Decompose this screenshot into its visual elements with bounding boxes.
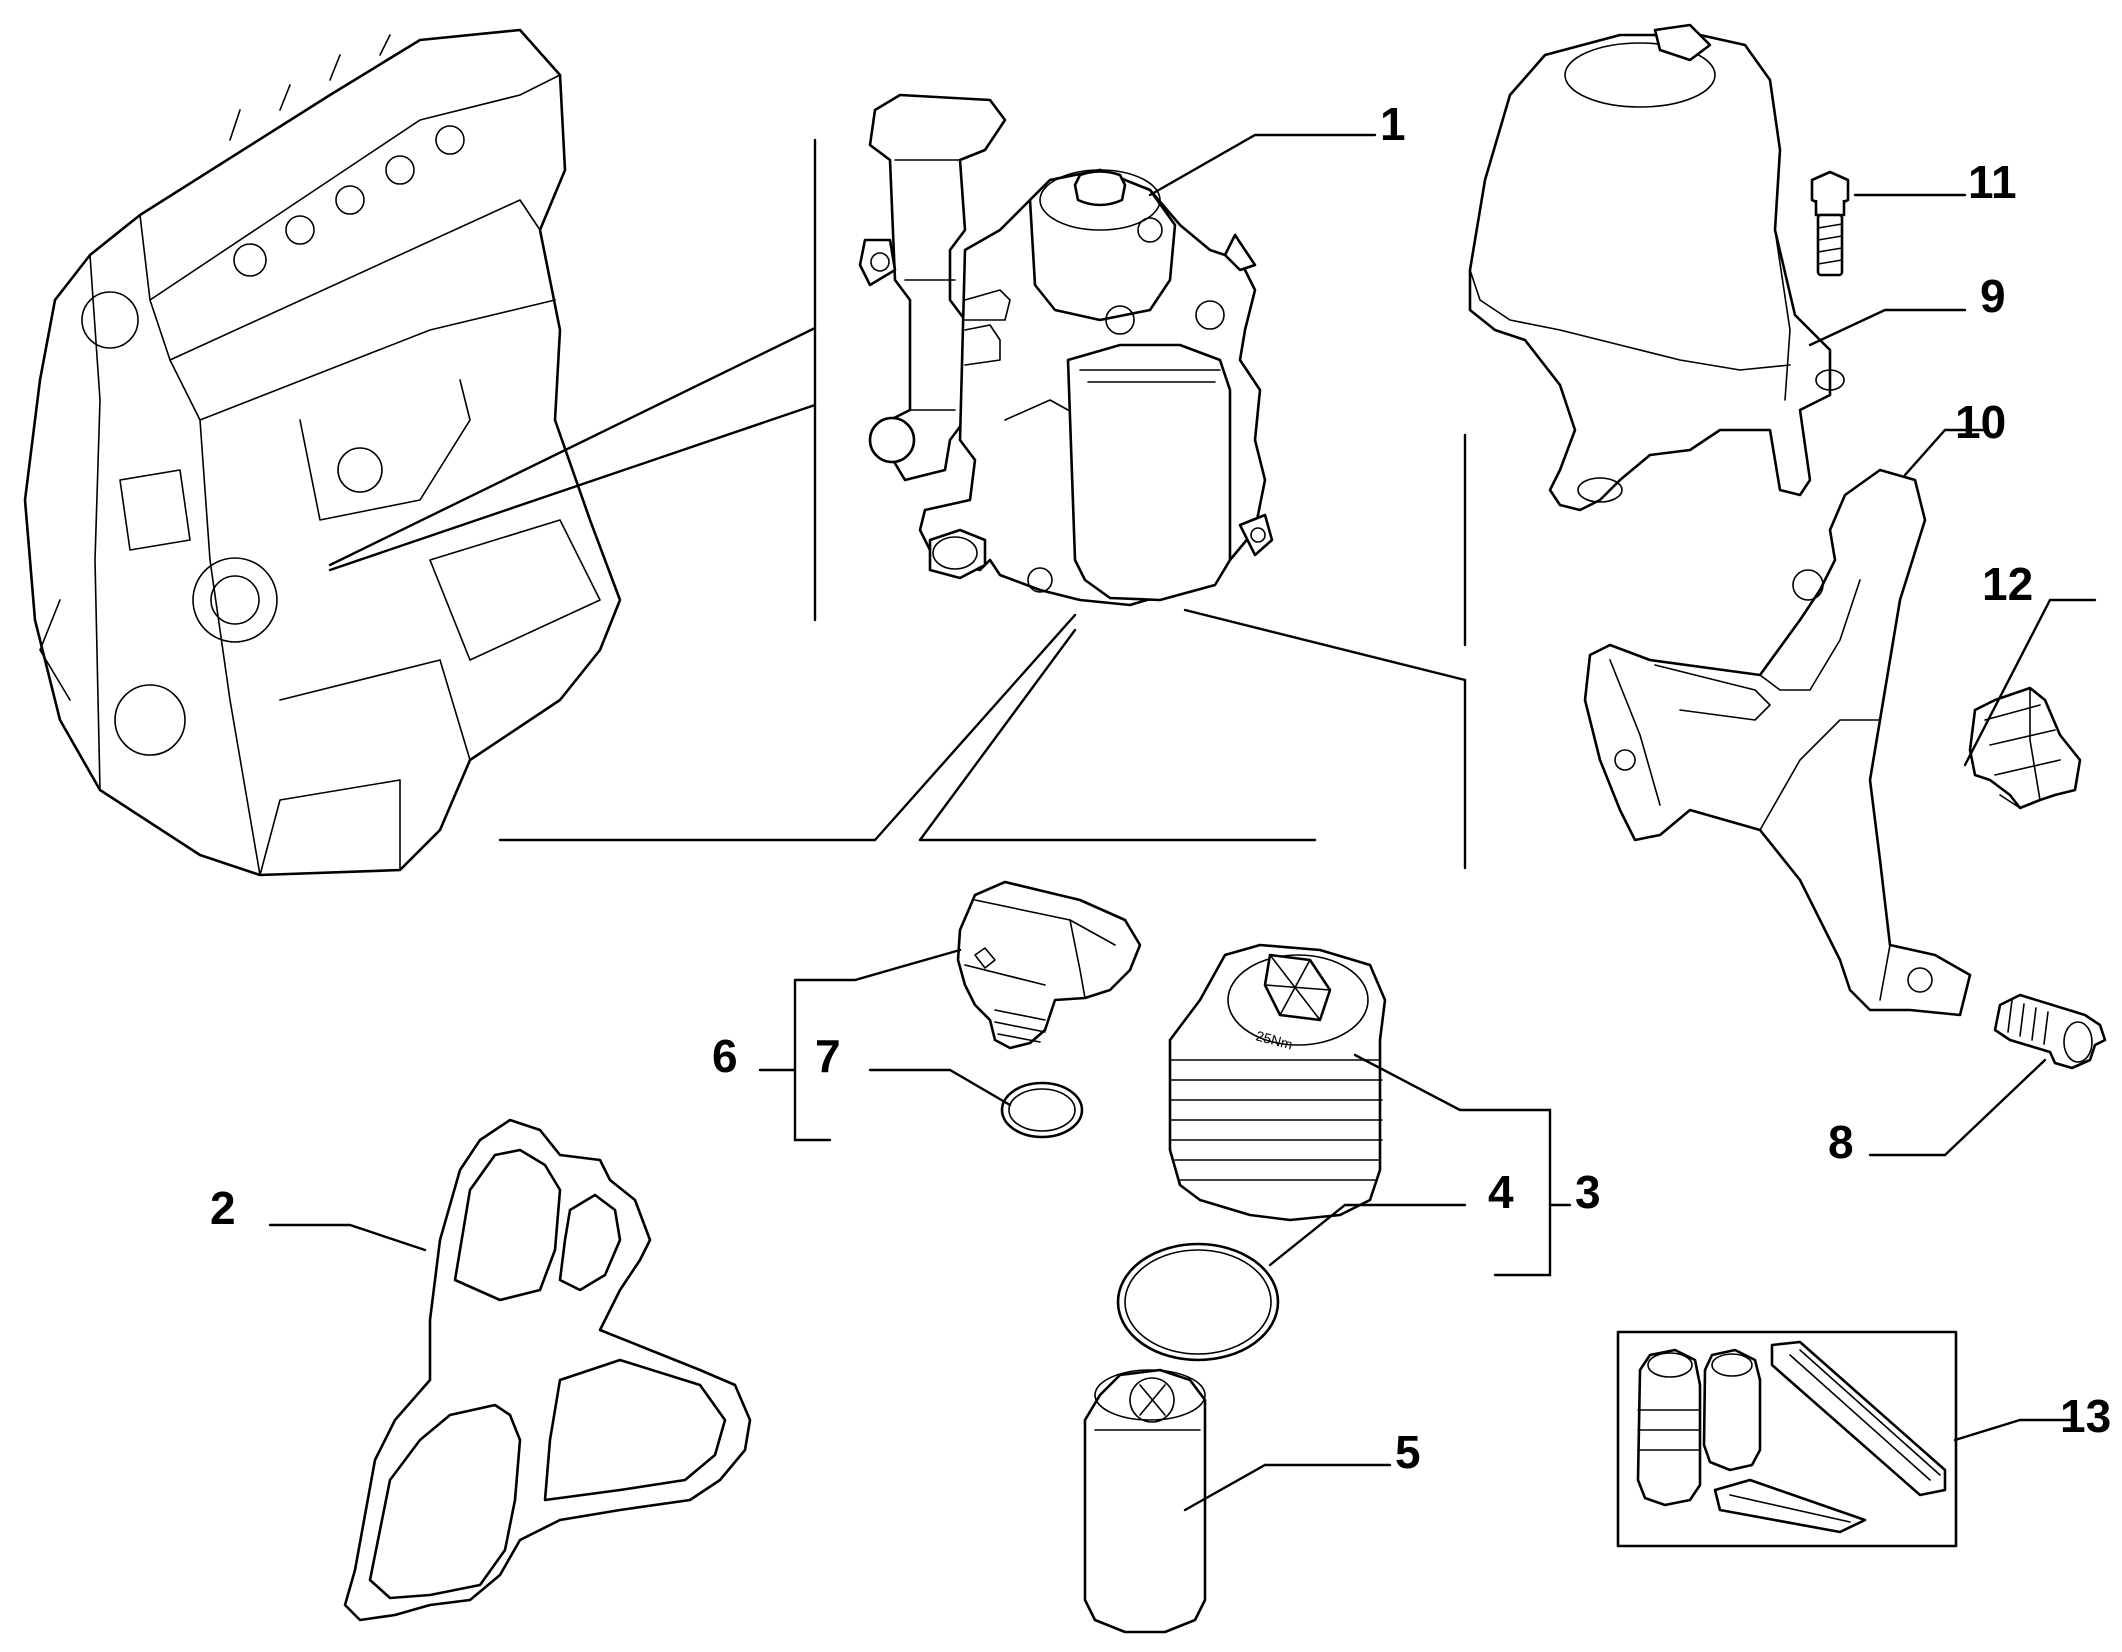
callout-12: 12: [1982, 558, 2033, 610]
bolt-part-8: [1993, 993, 2107, 1070]
leader-3-bracket: [1353, 1053, 1552, 1277]
gasket: [343, 1118, 752, 1622]
service-kit-box: [1616, 1330, 1958, 1548]
leader-12: [1963, 598, 2097, 767]
oil-filler-cap: [956, 880, 1142, 1050]
leader-6: [793, 948, 962, 982]
small-o-ring: [1000, 1081, 1084, 1139]
callout-7: 7: [815, 1030, 841, 1082]
callout-13: 13: [2060, 1390, 2111, 1442]
clip-part-12: [1968, 686, 2082, 810]
callout-5: 5: [1395, 1426, 1421, 1478]
leader-5: [1183, 1463, 1392, 1512]
callout-1: 1: [1380, 98, 1406, 150]
callout-8: 8: [1828, 1116, 1854, 1168]
callout-10: 10: [1955, 396, 2006, 448]
leader-8: [1868, 1058, 2047, 1157]
large-o-ring: [1116, 1242, 1280, 1362]
engine-pointer-upper: [328, 326, 817, 567]
leader-2: [268, 1223, 427, 1252]
engine-pointer-lower: [328, 403, 817, 572]
callout-3: 3: [1575, 1166, 1601, 1218]
callout-labels: 1 2 3 4 5 6 7 8 9 10 11 12 13: [210, 98, 2111, 1478]
leader-4: [1268, 1203, 1467, 1267]
callout-9: 9: [1980, 270, 2006, 322]
frame-diag-left: [873, 613, 1077, 842]
leader-13: [1953, 1418, 2077, 1442]
oil-filter-housing-module: [858, 93, 1274, 607]
filter-cartridge: [1083, 1368, 1207, 1634]
callout-11: 11: [1968, 156, 2017, 208]
leader-7: [868, 1068, 1012, 1107]
mounting-bracket: [1583, 468, 1972, 1017]
heat-shield-cover: [1468, 23, 1845, 512]
leader-lines: [268, 133, 2097, 1512]
frame-diag-right: [918, 628, 1077, 842]
leader-6-bracket: [793, 978, 832, 1142]
callout-4: 4: [1488, 1166, 1514, 1218]
leader-10: [1903, 428, 1987, 477]
oil-filter-cap-assembly: 25Nm: [1168, 943, 1387, 1222]
engine-block-illustration: [23, 28, 622, 877]
leader-1: [1148, 133, 1377, 197]
callout-6: 6: [712, 1030, 738, 1082]
frame-right-diag: [1183, 608, 1467, 682]
callout-2: 2: [210, 1182, 236, 1234]
bolt-part-11: [1810, 170, 1850, 277]
leader-9: [1808, 308, 1967, 347]
